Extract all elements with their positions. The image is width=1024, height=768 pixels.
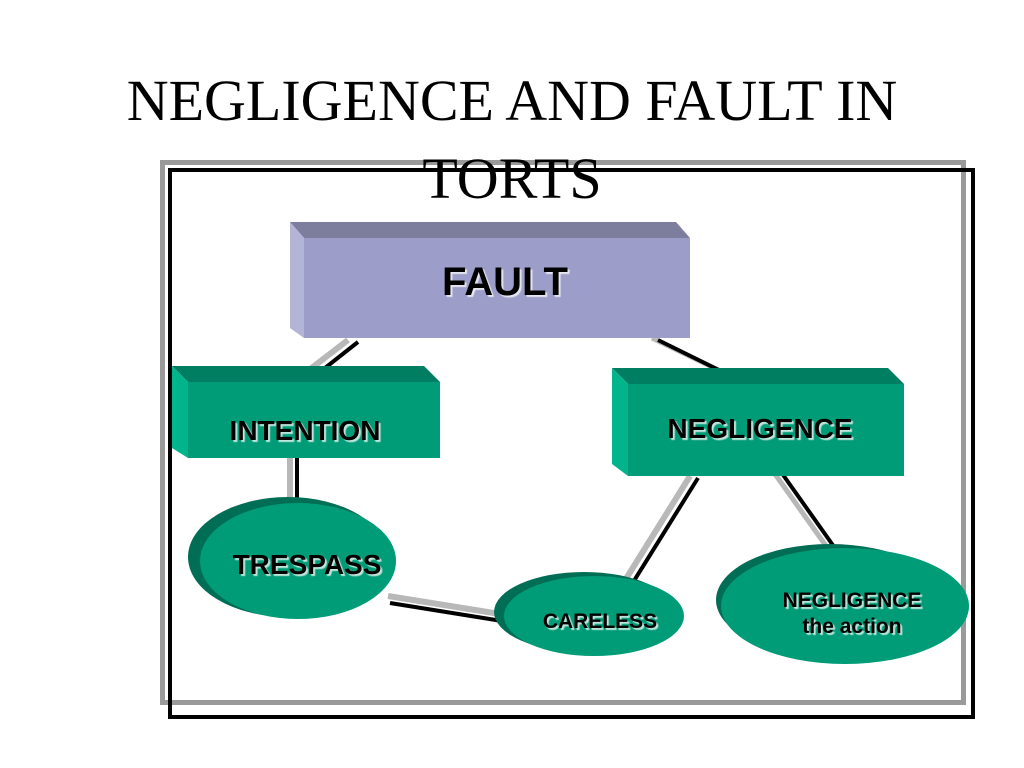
slide-title: NEGLIGENCE AND FAULT IN TORTS xyxy=(126,68,898,211)
careless-label: CARELESS xyxy=(542,610,658,633)
fault-label: FAULT xyxy=(442,260,568,304)
negligence-action-line2: the action xyxy=(802,615,902,638)
negligence-action-line1: NEGLIGENCE xyxy=(782,589,922,612)
fault-box xyxy=(290,222,690,338)
intention-label: INTENTION xyxy=(229,415,381,446)
negligence-box xyxy=(612,368,904,476)
intention-box xyxy=(172,366,440,458)
connector-negligence-careless xyxy=(621,474,700,586)
negligence-action-ellipse xyxy=(716,544,969,664)
outer-frame xyxy=(160,160,966,705)
negligence-action-label: NEGLIGENCE the action xyxy=(742,588,962,640)
inner-frame xyxy=(168,168,975,719)
trespass-label: TRESPASS xyxy=(232,549,382,580)
connector-trespass-careless xyxy=(387,593,503,623)
careless-ellipse xyxy=(494,572,684,656)
trespass-ellipse xyxy=(188,497,396,619)
negligence-label: NEGLIGENCE xyxy=(667,413,853,444)
